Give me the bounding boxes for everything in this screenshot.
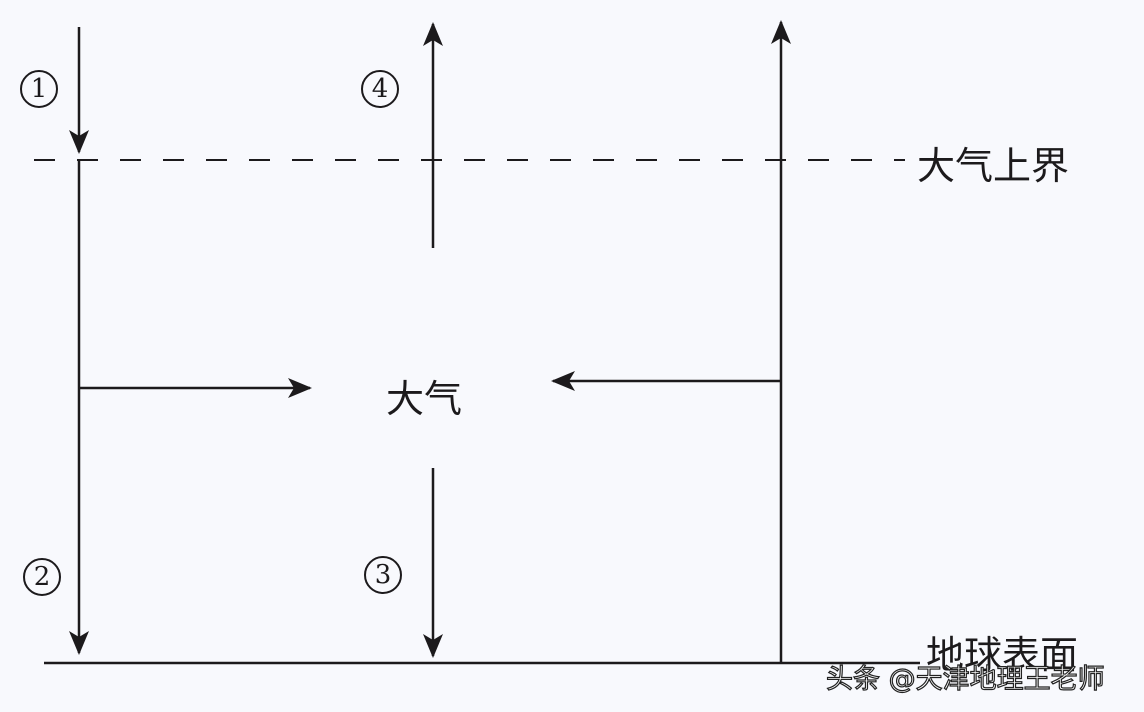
ground-label: 地球表面 xyxy=(926,633,1079,677)
atmosphere-label: 大气 xyxy=(386,377,463,421)
watermark: 头条 @天津地理王老师 xyxy=(825,663,1105,695)
label-circle-1: 1 xyxy=(20,70,58,108)
upper-boundary-label: 大气上界 xyxy=(917,144,1070,188)
label-circle-2: 2 xyxy=(23,558,61,596)
label-circle-3: 3 xyxy=(364,556,402,594)
label-circle-4: 4 xyxy=(361,70,399,108)
